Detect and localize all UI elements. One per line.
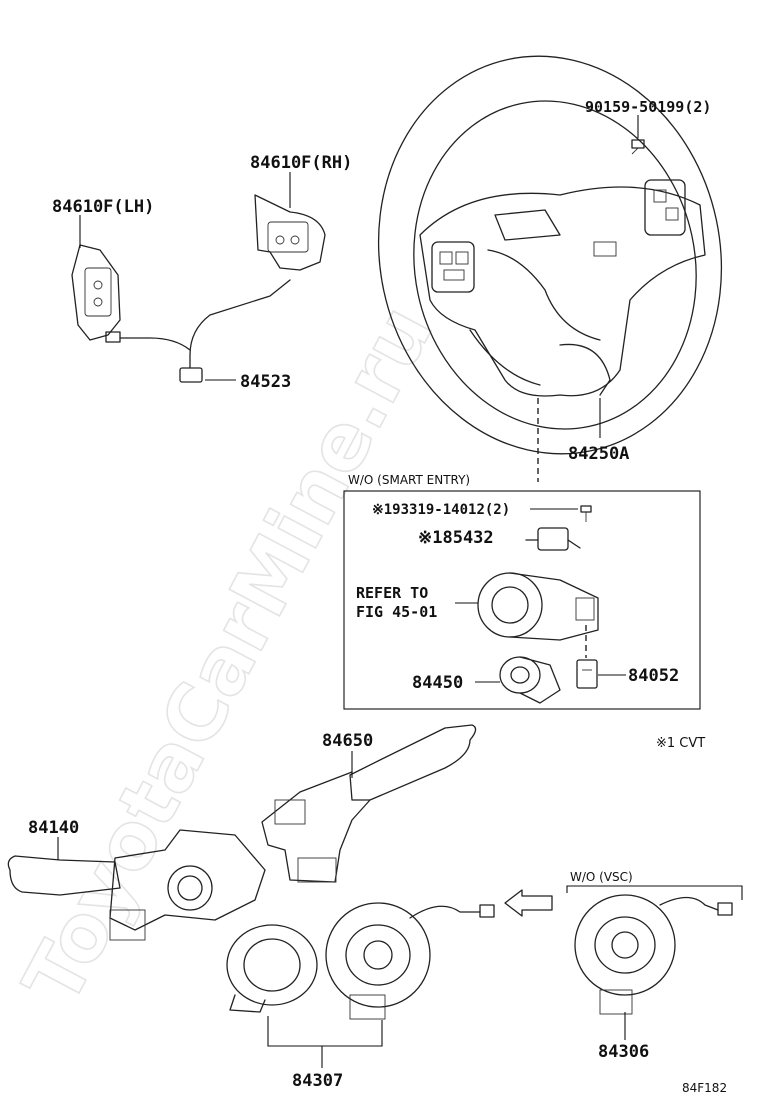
- note-smart-entry: W/O (SMART ENTRY): [348, 473, 470, 487]
- lock-assembly-illustration: [477, 572, 599, 641]
- label-wiper-switch: 84650: [322, 731, 373, 751]
- label-plug: 84052: [628, 666, 679, 686]
- vsc-bracket: [566, 885, 743, 900]
- smart-entry-box: [343, 490, 701, 710]
- label-turn-switch: 84140: [28, 818, 79, 838]
- label-screw: ※193319-14012(2): [372, 502, 510, 518]
- label-refer-1: REFER TO: [356, 584, 428, 602]
- spiral-bracket: [267, 1016, 383, 1047]
- turn-switch-illustration: [7, 829, 266, 941]
- figure-code: 84F182: [682, 1081, 727, 1095]
- label-cylinder: 84450: [412, 673, 463, 693]
- spiral-cable-no-vsc-illustration: [574, 894, 733, 1015]
- direction-arrow-icon: [504, 889, 553, 917]
- switch-rh-illustration: [254, 194, 326, 271]
- label-sensor: ※185432: [418, 528, 494, 548]
- wiper-switch-illustration: [261, 724, 477, 883]
- label-spiral-cable: 84307: [292, 1071, 343, 1091]
- steering-wheel-illustration: [377, 55, 723, 455]
- bolt-icon: [631, 115, 645, 155]
- note-vsc: W/O (VSC): [570, 870, 633, 884]
- label-refer-2: FIG 45-01: [356, 603, 437, 621]
- spiral-cable-ring-illustration: [226, 924, 318, 1013]
- wire-harness-illustration: [105, 279, 291, 383]
- cylinder-illustration: [499, 656, 561, 704]
- label-switch-rh: 84610F(RH): [250, 153, 352, 173]
- watermark-text: ToyotaCarMine.ru: [7, 292, 451, 1019]
- screw-icon: [580, 505, 592, 522]
- label-wheel: 84250A: [568, 444, 629, 464]
- switch-lh-illustration: [71, 244, 121, 341]
- sensor-illustration: [525, 527, 581, 551]
- label-spiral-no-vsc: 84306: [598, 1042, 649, 1062]
- note-cvt: ※1 CVT: [656, 736, 705, 751]
- label-bolt-top: 90159-50199(2): [585, 98, 711, 116]
- plug-illustration: [576, 659, 598, 689]
- spiral-cable-illustration: [325, 902, 495, 1020]
- label-switch-lh: 84610F(LH): [52, 197, 154, 217]
- label-wire: 84523: [240, 372, 291, 392]
